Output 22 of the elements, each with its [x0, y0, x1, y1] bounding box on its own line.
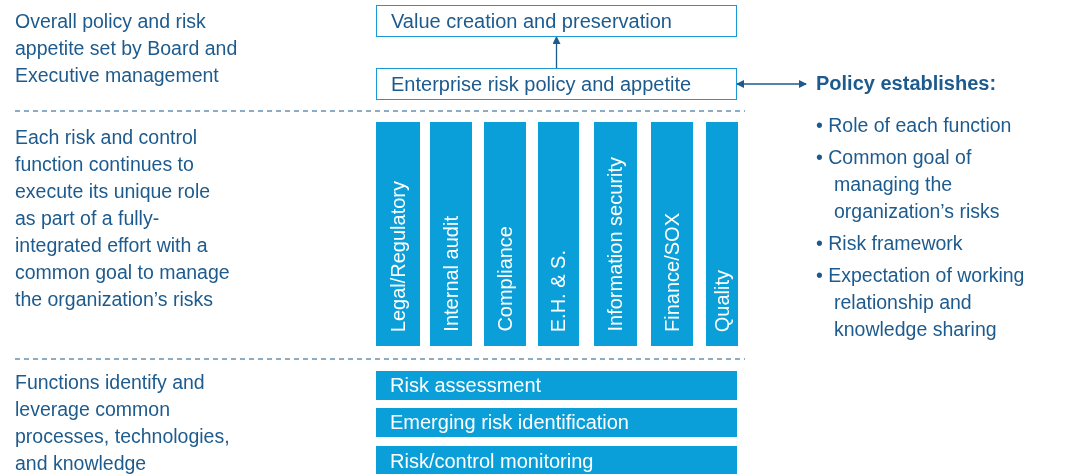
bullet-item: • Expectation of working relationship and knowledge sharing: [816, 263, 1026, 342]
bullet-item: • Common goal of managing the organization’s risks: [816, 145, 1001, 224]
function-bar: E.H. & S.: [538, 122, 579, 346]
function-bar: Internal audit: [430, 122, 472, 346]
description-text: Overall policy and risk appetite set by Board and Executive management: [15, 9, 239, 88]
description-text: Functions identify and leverage common processes, technologies, and knowledge: [15, 370, 231, 474]
function-bar: Legal/Regulatory: [376, 122, 420, 346]
title-box: Value creation and preservation: [376, 5, 737, 37]
function-bar: Quality: [706, 122, 738, 346]
function-bar: Finance/SOX: [651, 122, 693, 346]
process-bar: Risk/control monitoring: [376, 446, 737, 474]
policy-box: Enterprise risk policy and appetite: [376, 68, 737, 100]
bullet-item: • Role of each function: [816, 113, 1013, 138]
description-text: Each risk and control function continues to execute its unique role as part of a fully-integrated effort with a common goal to manage the organization’s risks: [15, 125, 231, 312]
process-bar: Emerging risk identification: [376, 408, 737, 437]
heading-text: Policy establishes:: [816, 72, 997, 95]
function-bar: Compliance: [484, 122, 526, 346]
arrow: [552, 36, 561, 69]
arrow: [736, 80, 807, 88]
process-bar: Risk assessment: [376, 371, 737, 400]
function-bar: Information security: [594, 122, 637, 346]
bullet-item: • Risk framework: [816, 231, 964, 256]
